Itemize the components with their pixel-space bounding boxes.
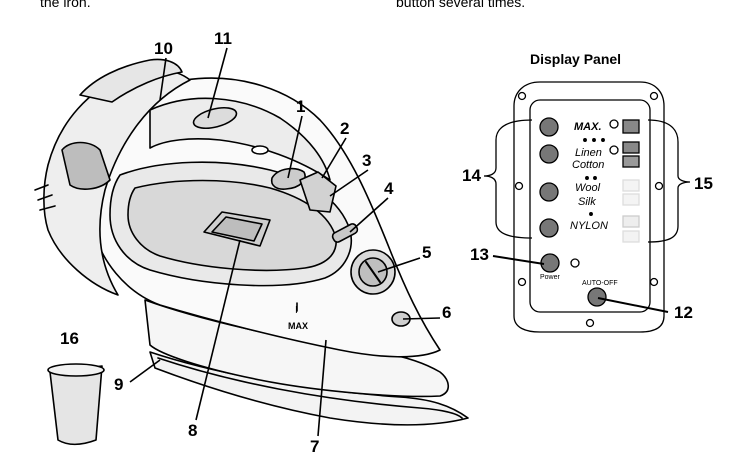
- indicator-wool: [539, 182, 559, 202]
- setting-bar-cotton: [622, 155, 640, 168]
- temp-dot: [583, 138, 587, 142]
- screw-hole: [517, 91, 527, 101]
- label-linen: Linen: [575, 147, 602, 159]
- indicator-max: [539, 117, 559, 137]
- callout-12: 12: [674, 303, 693, 322]
- setting-bar-max: [622, 119, 640, 134]
- temp-dot: [585, 176, 589, 180]
- callout-9: 9: [114, 375, 123, 394]
- measuring-cup-rim: [47, 363, 105, 377]
- header-fragment-left: the iron.: [40, 0, 91, 10]
- setting-bar-nylon-2: [622, 230, 640, 243]
- screw-hole: [585, 318, 595, 328]
- header-fragment-right: button several times.: [396, 0, 526, 10]
- temp-dot: [592, 138, 596, 142]
- screw-hole: [649, 277, 659, 287]
- top-ridge: [251, 145, 269, 155]
- label-auto-off: AUTO-OFF: [582, 280, 618, 287]
- callout-3: 3: [362, 151, 371, 170]
- callout-14: 14: [462, 166, 481, 185]
- iron-illustration: [34, 58, 469, 446]
- temp-dot: [589, 212, 593, 216]
- cord-guard: [61, 141, 111, 190]
- callout-10: 10: [154, 39, 173, 58]
- screw-hole: [517, 277, 527, 287]
- temp-dot: [601, 138, 605, 142]
- screw-hole: [514, 181, 524, 191]
- label-power: Power: [540, 274, 561, 281]
- callout-5: 5: [422, 243, 431, 262]
- temp-dot: [593, 176, 597, 180]
- steam-icon: [609, 145, 619, 155]
- spray-button: [192, 106, 238, 130]
- bracket-15: [647, 119, 691, 243]
- water-window-inner: [211, 216, 263, 242]
- rear-cap: [79, 58, 183, 103]
- callout-16: 16: [60, 329, 79, 348]
- callout-1: 1: [296, 97, 305, 116]
- callout-4: 4: [384, 179, 394, 198]
- soleplate-edge: [157, 357, 463, 419]
- cord: [34, 184, 56, 211]
- callout-6: 6: [442, 303, 451, 322]
- max-tick: I: [295, 305, 298, 316]
- display-panel-title: Display Panel: [530, 51, 621, 67]
- bracket-14: [483, 119, 533, 239]
- display-panel: [483, 81, 691, 333]
- status-led: [570, 258, 580, 268]
- label-cotton: Cotton: [572, 159, 604, 171]
- label-wool: Wool: [575, 182, 601, 194]
- screw-hole: [649, 91, 659, 101]
- callout-15: 15: [694, 174, 713, 193]
- setting-bar-nylon: [622, 215, 640, 228]
- setting-bar-linen: [622, 141, 640, 154]
- screw-hole: [654, 181, 664, 191]
- label-nylon: NYLON: [570, 220, 608, 232]
- indicator-linen: [539, 144, 559, 164]
- auto-off-button: [587, 287, 607, 307]
- callout-8: 8: [188, 421, 197, 440]
- indicator-nylon: [539, 218, 559, 238]
- callout-11: 11: [214, 29, 232, 48]
- spray-knob: [299, 171, 337, 213]
- dial-pointer: [365, 261, 381, 283]
- callout-13: 13: [470, 245, 489, 264]
- leader-12: [597, 297, 669, 313]
- setting-bar-wool: [622, 179, 640, 192]
- label-silk: Silk: [578, 196, 596, 208]
- steam-icon: [609, 119, 619, 129]
- callout-2: 2: [340, 119, 349, 138]
- label-max: MAX.: [574, 121, 602, 133]
- panel-inner-face: [529, 99, 651, 313]
- leader-13: [492, 255, 545, 265]
- measuring-cup: [49, 365, 103, 446]
- iron-leader-lines: [129, 47, 441, 437]
- setting-bar-silk: [622, 193, 640, 206]
- max-mark: MAX: [288, 321, 308, 331]
- callout-7: 7: [310, 437, 319, 456]
